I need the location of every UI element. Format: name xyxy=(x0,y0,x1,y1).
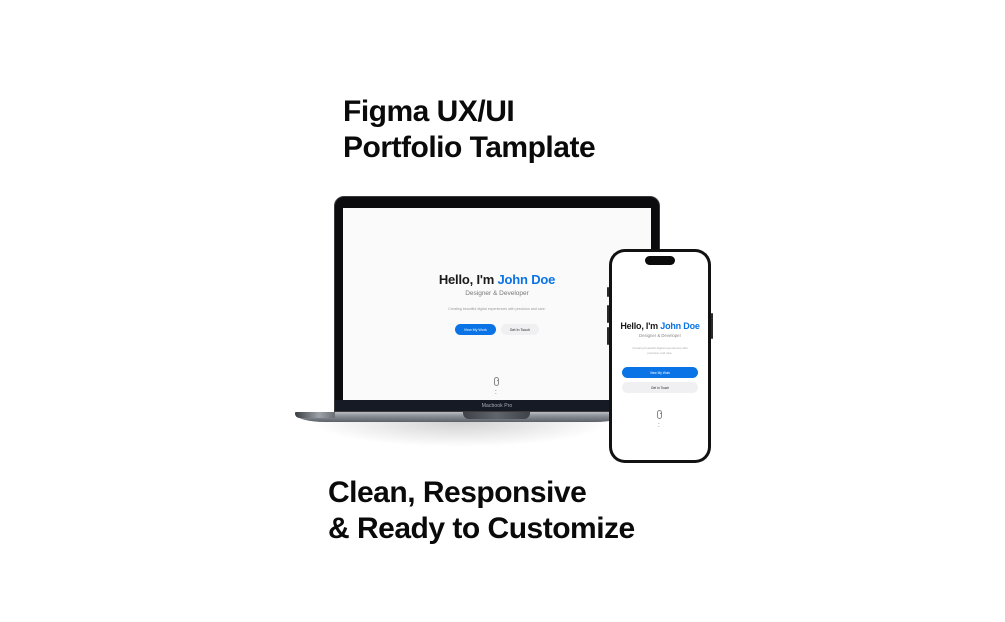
hero-subtitle: Designer & Developer xyxy=(465,290,529,297)
phone-mockup: Hello, I'm John Doe Designer & Developer… xyxy=(607,249,713,463)
laptop-shadow xyxy=(310,422,610,447)
laptop-label: Macbook Pro xyxy=(481,402,513,409)
mouse-scroll-icon xyxy=(657,410,662,419)
phone-volume-down-button xyxy=(607,327,609,345)
hero-buttons: View My Work Get In Touch xyxy=(343,324,651,335)
phone-hero-subtitle: Designer & Developer xyxy=(638,333,682,338)
view-my-work-button[interactable]: View My Work xyxy=(454,324,496,335)
chevron-down-icon: ⌄ xyxy=(657,423,661,428)
chevron-down-icon: ⌄ xyxy=(494,390,498,395)
hero-greeting: Hello, I'm xyxy=(438,272,498,287)
phone-hero-title: Hello, I'm John Doe xyxy=(612,321,708,331)
get-in-touch-button[interactable]: Get In Touch xyxy=(500,324,540,335)
phone-action-button xyxy=(607,287,609,297)
laptop-notch xyxy=(463,412,530,419)
bottom-headline: Clean, Responsive & Ready to Customize xyxy=(328,475,635,547)
chevron-down-icon: ⌄ xyxy=(657,420,661,425)
mouse-scroll-icon xyxy=(494,377,499,386)
phone-view-my-work-button[interactable]: View My Work xyxy=(622,367,698,378)
top-headline-line-1: Figma UX/UI xyxy=(343,95,515,128)
bottom-headline-line-1: Clean, Responsive xyxy=(328,476,587,509)
hero-title: Hello, I'm John Doe xyxy=(343,272,651,287)
laptop-chin: Macbook Pro xyxy=(335,400,659,411)
phone-get-in-touch-button[interactable]: Get In Touch xyxy=(622,382,698,393)
top-headline: Figma UX/UI Portfolio Tamplate xyxy=(343,94,596,166)
phone-hero-name: John Doe xyxy=(660,321,700,331)
phone-power-button xyxy=(711,313,713,339)
laptop-base xyxy=(295,412,625,422)
hero-description: Creating beautiful digital experiences w… xyxy=(448,307,546,311)
laptop-mockup: Hello, I'm John Doe Designer & Developer… xyxy=(334,196,660,412)
phone-hero-greeting: Hello, I'm xyxy=(620,321,661,331)
laptop-hero: Hello, I'm John Doe Designer & Developer… xyxy=(343,208,651,400)
phone-screen: Hello, I'm John Doe Designer & Developer… xyxy=(612,252,708,460)
top-headline-line-2: Portfolio Tamplate xyxy=(343,131,596,164)
chevron-down-icon: ⌄ xyxy=(494,387,498,392)
bottom-headline-line-2: & Ready to Customize xyxy=(328,512,635,545)
laptop-screen: Hello, I'm John Doe Designer & Developer… xyxy=(343,208,651,400)
dynamic-island xyxy=(645,256,675,265)
phone-hero-description: Creating beautiful digital experiences w… xyxy=(632,346,688,355)
phone-volume-up-button xyxy=(607,305,609,323)
hero-name: John Doe xyxy=(497,272,556,287)
